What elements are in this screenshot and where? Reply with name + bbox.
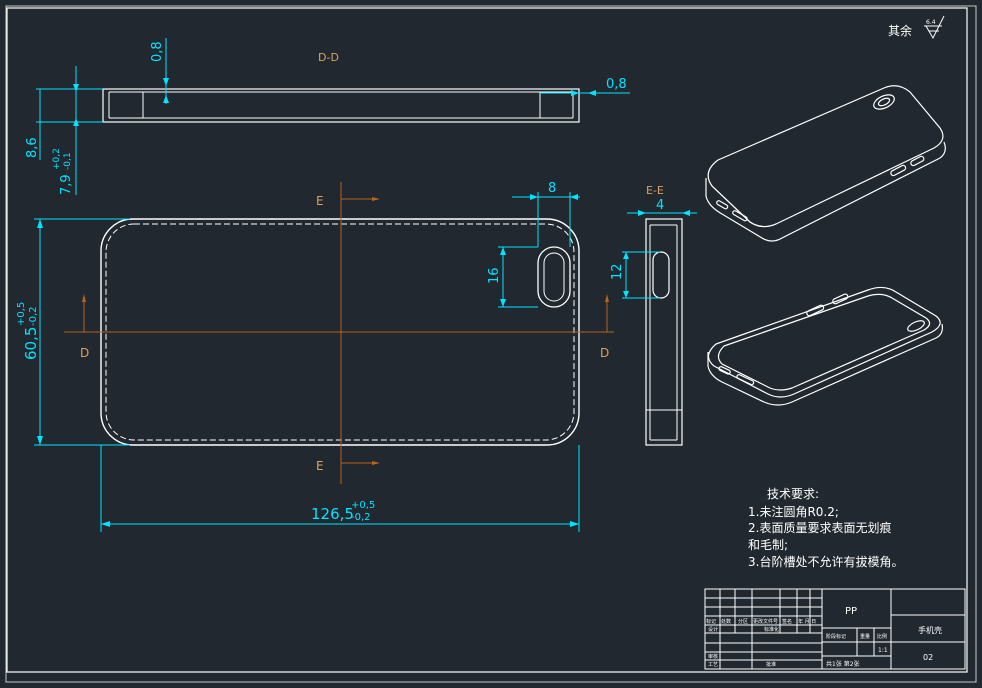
notes-line-4: 3.台阶槽处不允许有拔模角。 bbox=[748, 554, 903, 569]
iso-front-side bbox=[707, 323, 943, 406]
iso-back-button1 bbox=[890, 164, 907, 177]
tb-process: 工艺 bbox=[708, 662, 718, 668]
cut-e-bottom-arrow bbox=[372, 461, 380, 465]
dim-length-tol-upper: +0,5 bbox=[351, 500, 375, 511]
surface-finish-value: 6.4 bbox=[926, 19, 936, 26]
section-ee-label: E-E bbox=[646, 184, 664, 197]
title-block bbox=[704, 588, 966, 670]
cut-e-top-arrow bbox=[372, 197, 380, 201]
notes-line-2: 2.表面质量要求表面无划痕 bbox=[748, 520, 891, 535]
cut-d-left: D bbox=[80, 346, 89, 360]
tb-weight: 重量 bbox=[860, 633, 870, 640]
technical-notes: 技术要求: 1.未注圆角R0.2; 2.表面质量要求表面无划痕 和毛制; 3.台… bbox=[748, 487, 903, 569]
dim-wall-top: 0,8 bbox=[150, 41, 165, 62]
iso-front-rim-outer bbox=[707, 286, 941, 398]
iso-back-camera-inner bbox=[877, 97, 891, 107]
section-ee-view: E-E 4 12 bbox=[610, 184, 697, 446]
iso-back-button2 bbox=[910, 155, 925, 167]
tb-scale: 1:1 bbox=[878, 647, 888, 654]
tb-h-count: 处数 bbox=[721, 618, 731, 625]
iso-front-port1 bbox=[718, 366, 731, 375]
camera-slot bbox=[537, 246, 571, 308]
iso-back-edge bbox=[711, 185, 777, 228]
tb-h-mark: 标记 bbox=[706, 618, 716, 625]
tb-stage-mark: 阶段标记 bbox=[826, 633, 846, 640]
cut-d-right-arrow bbox=[605, 294, 609, 302]
iso-front-camera-cutout bbox=[907, 320, 925, 332]
dd-outer-profile bbox=[102, 88, 580, 123]
dim-width-tol-lower: -0,2 bbox=[28, 306, 39, 326]
dim-ee-slot: 12 bbox=[610, 263, 625, 280]
cut-d-left-arrow bbox=[82, 294, 86, 302]
tb-drawing-no: 02 bbox=[923, 653, 933, 662]
surface-finish-prefix: 其余 bbox=[888, 23, 912, 38]
tb-part-name: 手机壳 bbox=[918, 625, 942, 635]
surface-finish: 其余 6.4 bbox=[888, 15, 945, 40]
tb-designer: 设计 bbox=[708, 626, 718, 633]
iso-back-port1 bbox=[716, 200, 729, 210]
dim-slot-width: 8 bbox=[548, 181, 556, 196]
tb-review: 审核 bbox=[708, 653, 718, 660]
camera-slot-inner bbox=[543, 252, 565, 302]
iso-front-button2 bbox=[832, 293, 849, 305]
notes-title: 技术要求: bbox=[767, 487, 819, 501]
tb-h-date: 年 月 日 bbox=[798, 618, 816, 625]
cut-e-bottom: E bbox=[316, 459, 324, 473]
dim-wall-right-arrow bbox=[571, 90, 596, 96]
isometric-front-view bbox=[707, 286, 943, 406]
notes-line-3: 和毛制; bbox=[748, 538, 788, 552]
iso-front-port2 bbox=[736, 374, 755, 386]
tb-scale-label: 比例 bbox=[877, 633, 887, 640]
section-dd-view: D-D 0,8 0,8 8,6 7,9 +0,2 -0,1 bbox=[25, 38, 630, 195]
tb-h-sign: 签名 bbox=[782, 618, 792, 625]
dim-width-tol-upper: +0,5 bbox=[16, 302, 27, 326]
dim-wall-top-arrow bbox=[163, 78, 169, 103]
outer-frame bbox=[5, 5, 977, 683]
surface-finish-symbol bbox=[924, 15, 945, 40]
cut-e-top: E bbox=[316, 194, 324, 208]
section-dd-label: D-D bbox=[318, 51, 339, 64]
main-top-view: D D E E 60,5 +0,5 -0,2 126,5 +0,5 -0,2 8 bbox=[16, 181, 614, 532]
dim-height-inner: 7,9 bbox=[59, 174, 74, 195]
tb-h-change-doc: 更改文件号 bbox=[753, 618, 778, 625]
dim-ee-width: 4 bbox=[656, 198, 664, 213]
dim-width: 60,5 bbox=[22, 327, 40, 360]
isometric-back-view bbox=[705, 85, 946, 242]
cut-d-right: D bbox=[600, 346, 609, 360]
tb-approve: 批准 bbox=[766, 661, 776, 668]
inner-frame bbox=[6, 7, 968, 673]
dim-length: 126,5 bbox=[311, 505, 354, 523]
title-block-text: PP 手机壳 02 1:1 共1张 第2张 标记 处数 分区 更改文件号 签名 … bbox=[706, 606, 942, 668]
iso-back-top-face bbox=[707, 85, 944, 228]
title-block-frame bbox=[704, 588, 966, 670]
tb-h-zone: 分区 bbox=[738, 618, 748, 625]
tb-standardize: 标准化 bbox=[764, 626, 779, 633]
iso-back-camera bbox=[873, 94, 895, 110]
dim-slot-length: 16 bbox=[487, 267, 502, 284]
tb-material: PP bbox=[845, 606, 857, 617]
ee-outer-profile bbox=[645, 218, 683, 446]
ee-slot bbox=[652, 251, 670, 299]
iso-front-rim-inner bbox=[717, 293, 931, 391]
dim-wall-right: 0,8 bbox=[606, 77, 627, 92]
dim-height-inner-tol-lower: -0,1 bbox=[63, 152, 73, 170]
dim-length-tol-lower: -0,2 bbox=[351, 512, 371, 523]
iso-back-port2 bbox=[732, 210, 748, 222]
iso-back-side bbox=[705, 141, 946, 242]
dim-height-total: 8,6 bbox=[25, 137, 40, 158]
notes-line-1: 1.未注圆角R0.2; bbox=[748, 504, 839, 519]
dim-height-inner-tol-upper: +0,2 bbox=[52, 148, 62, 170]
iso-front-button1 bbox=[806, 304, 825, 317]
tb-sheet-info: 共1张 第2张 bbox=[826, 660, 860, 668]
